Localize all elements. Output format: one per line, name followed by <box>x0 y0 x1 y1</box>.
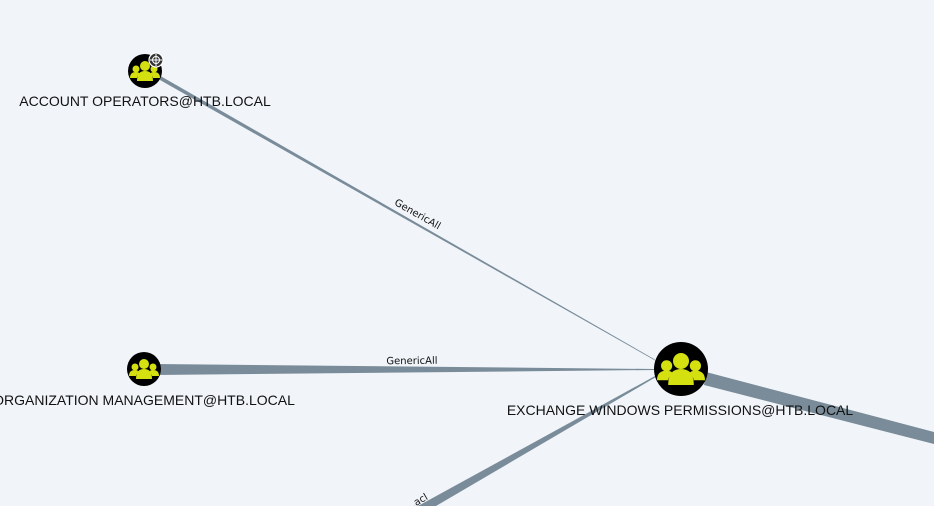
node-account-operators[interactable] <box>128 52 164 88</box>
node-label-exchange-windows-permissions: EXCHANGE WINDOWS PERMISSIONS@HTB.LOCAL <box>506 402 854 418</box>
edge-line[interactable] <box>156 364 654 375</box>
crosshair-target-icon <box>148 52 164 68</box>
edge-exchange-to-offscreen-right[interactable]: W <box>704 372 934 444</box>
edge-line[interactable] <box>704 372 934 444</box>
edge-label: W <box>931 424 934 437</box>
edge-account-operators-to-exchange[interactable]: GenericAll <box>150 70 656 361</box>
group-icon <box>129 359 159 379</box>
node-label-organization-management: ORGANIZATION MANAGEMENT@HTB.LOCAL <box>0 392 295 408</box>
edge-offscreen-bottom-to-exchange[interactable]: …acl <box>403 376 656 506</box>
edge-line[interactable] <box>150 70 656 361</box>
node-label-account-operators: ACCOUNT OPERATORS@HTB.LOCAL <box>19 93 271 109</box>
edge-label: GenericAll <box>386 356 437 368</box>
node-organization-management[interactable] <box>127 352 161 386</box>
group-icon <box>130 61 160 81</box>
edge-organization-management-to-exchange[interactable]: GenericAll <box>156 356 654 375</box>
node-exchange-windows-permissions[interactable] <box>654 342 708 396</box>
edge-line[interactable] <box>418 376 656 506</box>
group-icon <box>657 353 705 385</box>
